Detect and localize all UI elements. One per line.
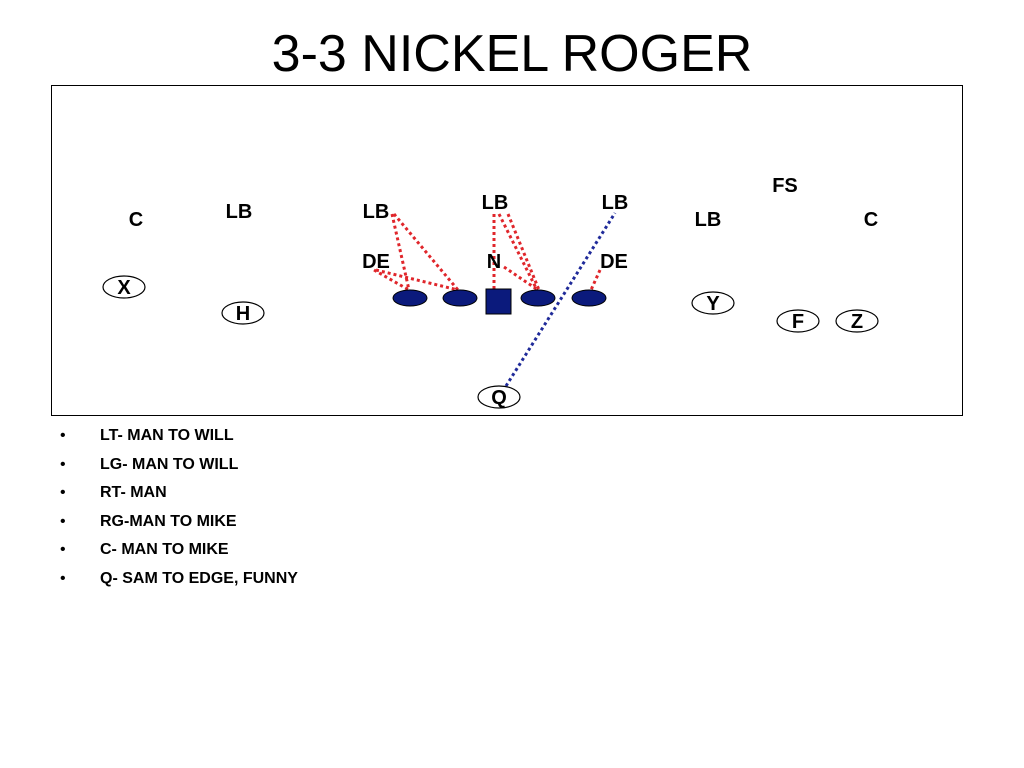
assignment-item: • LG- MAN TO WILL xyxy=(60,455,298,484)
slide-title: 3-3 NICKEL ROGER xyxy=(271,25,753,83)
assignment-item: • RG-MAN TO MIKE xyxy=(60,512,298,541)
bullet-icon: • xyxy=(60,427,66,444)
defender-lb-far-left: LB xyxy=(226,201,253,223)
lineman-left-guard xyxy=(442,289,478,307)
qb-read-line xyxy=(504,212,617,387)
assignment-text: LG- MAN TO WILL xyxy=(100,455,239,473)
player-z-label: Z xyxy=(851,311,863,333)
assignment-text: Q- SAM TO EDGE, FUNNY xyxy=(100,569,298,587)
lineman-center xyxy=(485,288,512,315)
defender-de-left: DE xyxy=(362,251,390,273)
lineman-left-tackle xyxy=(392,289,428,307)
assignment-item: • C- MAN TO MIKE xyxy=(60,540,298,569)
player-h-label: H xyxy=(236,303,250,325)
assignment-list: • LT- MAN TO WILL • LG- MAN TO WILL • RT- M… xyxy=(60,426,298,597)
player-h-marker xyxy=(221,301,265,325)
player-q-label: Q xyxy=(491,387,507,409)
assignment-text: C- MAN TO MIKE xyxy=(100,541,229,558)
defender-n: N xyxy=(487,251,501,273)
defender-lb-right: LB xyxy=(695,209,722,231)
player-f-marker xyxy=(776,309,820,333)
defender-fs: FS xyxy=(772,175,798,197)
block-line xyxy=(375,268,459,292)
block-line xyxy=(373,268,410,292)
player-q-marker xyxy=(477,385,521,409)
lineman-right-guard xyxy=(520,289,556,307)
assignment-item: • Q- SAM TO EDGE, FUNNY xyxy=(60,569,298,598)
block-line xyxy=(503,265,539,292)
assignment-item: • LT- MAN TO WILL xyxy=(60,426,298,455)
bullet-icon: • xyxy=(60,569,66,587)
player-y-label: Y xyxy=(706,293,720,315)
play-diagram-frame xyxy=(51,85,963,416)
lineman-right-tackle xyxy=(571,289,607,307)
bullet-icon: • xyxy=(60,541,66,558)
defender-lb-mid-right: LB xyxy=(602,192,629,214)
assignment-item: • RT- MAN xyxy=(60,483,298,512)
player-x-marker xyxy=(102,275,146,299)
assignment-text: LT- MAN TO WILL xyxy=(100,427,234,444)
defender-c-right: C xyxy=(864,209,878,231)
player-f-label: F xyxy=(792,311,804,333)
assignment-text: RT- MAN xyxy=(100,484,167,501)
blocking-lines xyxy=(373,213,602,292)
block-line xyxy=(390,213,411,291)
bullet-icon: • xyxy=(60,512,66,530)
defender-de-right: DE xyxy=(600,251,628,273)
bullet-icon: • xyxy=(60,484,66,501)
assignment-text: RG-MAN TO MIKE xyxy=(100,512,237,530)
defender-lb-left: LB xyxy=(363,201,390,223)
block-line xyxy=(497,213,539,291)
block-line xyxy=(589,269,602,291)
player-y-marker xyxy=(691,291,735,315)
player-z-marker xyxy=(835,309,879,333)
bullet-icon: • xyxy=(60,455,66,473)
defender-lb-mid-left: LB xyxy=(482,192,509,214)
block-line xyxy=(506,213,541,291)
defender-c-left: C xyxy=(129,209,143,231)
block-line xyxy=(392,213,460,291)
player-x-label: X xyxy=(117,277,131,299)
